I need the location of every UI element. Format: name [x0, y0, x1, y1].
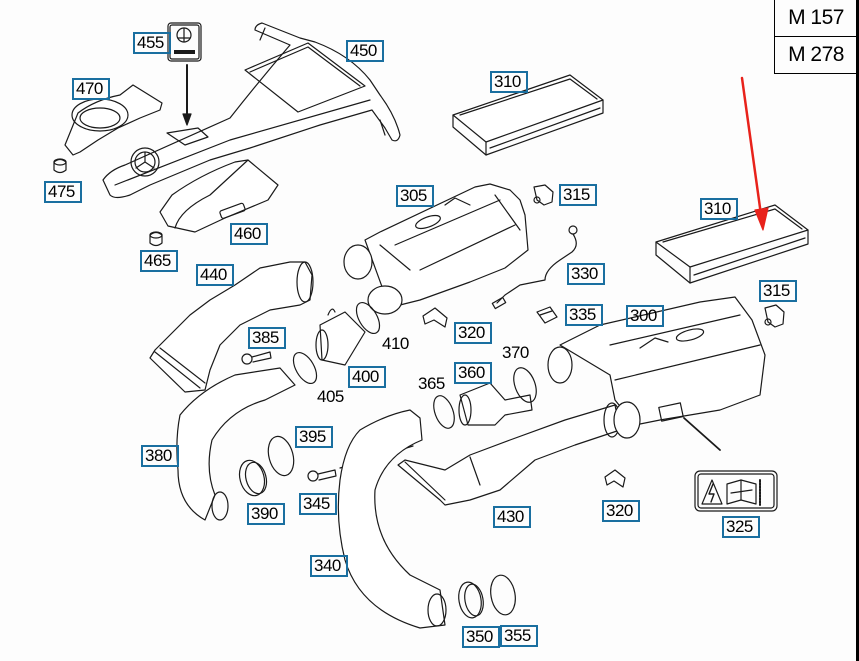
- part-label-335[interactable]: 335: [565, 304, 603, 326]
- part-label-465[interactable]: 465: [140, 250, 178, 272]
- part-airbox-300: [547, 296, 766, 451]
- part-label-305[interactable]: 305: [396, 185, 434, 207]
- part-clamp-410: [355, 302, 381, 334]
- part-sensor-315a: [533, 184, 554, 206]
- engine-model-table: M 157 M 278: [774, 0, 857, 74]
- part-hose-330: [491, 225, 578, 310]
- part-label-450[interactable]: 450: [346, 40, 384, 62]
- part-label-350[interactable]: 350: [462, 626, 500, 648]
- model-m278: M 278: [775, 36, 857, 73]
- part-clamp-395: [267, 435, 295, 477]
- part-airbox-305: [343, 183, 529, 315]
- part-label-460[interactable]: 460: [230, 223, 268, 245]
- part-filter-310-right: [655, 204, 809, 284]
- part-filter-310-top: [452, 74, 604, 156]
- part-label-370[interactable]: 370: [502, 343, 529, 362]
- part-clamp-405: [292, 352, 318, 384]
- part-grommet-475: [53, 158, 67, 174]
- part-hose-380: [176, 367, 296, 521]
- part-label-315-top[interactable]: 315: [559, 184, 597, 206]
- part-engine-cover-450: [102, 22, 401, 199]
- part-label-315-right[interactable]: 315: [759, 280, 797, 302]
- part-label-455: [167, 22, 202, 126]
- part-clip-320a: [422, 307, 448, 328]
- part-label-390[interactable]: 390: [247, 503, 285, 525]
- part-label-470[interactable]: 470: [72, 78, 110, 100]
- part-label-380[interactable]: 380: [141, 445, 179, 467]
- part-label-405[interactable]: 405: [317, 387, 344, 406]
- part-label-340[interactable]: 340: [310, 555, 348, 577]
- part-cover-460: [159, 159, 279, 233]
- part-label-360[interactable]: 360: [454, 362, 492, 384]
- page-right-border: [856, 0, 859, 661]
- part-label-365[interactable]: 365: [418, 374, 445, 393]
- part-clip-335: [536, 306, 558, 324]
- part-label-395[interactable]: 395: [295, 426, 333, 448]
- part-label-430[interactable]: 430: [493, 506, 531, 528]
- part-label-330[interactable]: 330: [567, 263, 605, 285]
- part-label-310-right[interactable]: 310: [700, 198, 738, 220]
- part-ring-390: [238, 459, 268, 497]
- part-label-410[interactable]: 410: [382, 334, 409, 353]
- part-label-310-top[interactable]: 310: [490, 71, 528, 93]
- model-m157: M 157: [788, 6, 844, 29]
- part-label-400[interactable]: 400: [348, 366, 386, 388]
- part-hose-340: [337, 409, 447, 629]
- part-label-320-bottom[interactable]: 320: [602, 500, 640, 522]
- part-clamp-355: [490, 574, 516, 616]
- part-label-345[interactable]: 345: [299, 493, 337, 515]
- part-clamp-365: [433, 395, 455, 429]
- part-label-355[interactable]: 355: [500, 625, 538, 647]
- part-duct-440: [149, 261, 314, 393]
- highlight-arrow: [740, 76, 769, 231]
- part-label-455[interactable]: 455: [133, 32, 171, 54]
- part-sensor-315b: [764, 304, 785, 328]
- part-label-440[interactable]: 440: [196, 264, 234, 286]
- part-label-475[interactable]: 475: [44, 181, 82, 203]
- part-label-385[interactable]: 385: [248, 327, 286, 349]
- part-sensor-400: [315, 308, 366, 366]
- part-clamp-370: [513, 367, 537, 403]
- part-grommet-465: [149, 231, 163, 247]
- part-duct-430: [397, 402, 621, 506]
- part-warning-label-325: [694, 470, 778, 512]
- part-sensor-360: [458, 382, 533, 426]
- part-label-325[interactable]: 325: [722, 516, 760, 538]
- part-label-320-top[interactable]: 320: [454, 322, 492, 344]
- part-ring-350: [458, 581, 484, 619]
- part-clip-320b: [604, 469, 626, 488]
- part-bolt-385: [241, 351, 272, 365]
- part-label-300[interactable]: 300: [626, 305, 664, 327]
